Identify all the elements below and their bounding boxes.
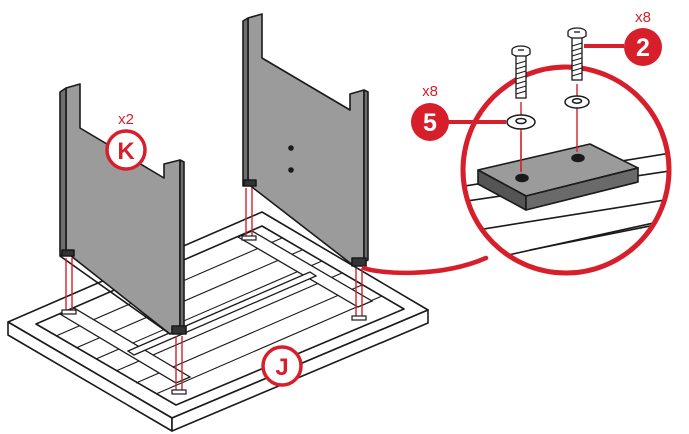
part-label-k: K [117, 138, 135, 165]
part-label-washer: 5 [423, 109, 437, 137]
callout-lens-ring [460, 64, 672, 276]
qty-washer: x8 [422, 83, 438, 100]
part-badge-screw: 2 [624, 28, 662, 66]
screw-right [567, 27, 587, 81]
alignment-guides [65, 188, 363, 392]
leg-panel-left [59, 83, 187, 335]
qty-leg-panel: x2 [118, 111, 134, 128]
washer-right [564, 95, 590, 109]
leg-panel-right [242, 13, 369, 267]
callout-detail [463, 143, 669, 271]
washer-left [506, 114, 536, 130]
callout-connector [361, 255, 489, 276]
part-label-screw: 2 [636, 34, 650, 62]
qty-screw: x8 [635, 9, 651, 26]
part-badge-j: J [261, 345, 303, 387]
part-badge-k: K [105, 129, 147, 171]
part-label-j: J [275, 354, 288, 381]
guide-ends [61, 235, 367, 395]
part-badge-washer: 5 [411, 103, 449, 141]
screw-left [511, 45, 531, 99]
